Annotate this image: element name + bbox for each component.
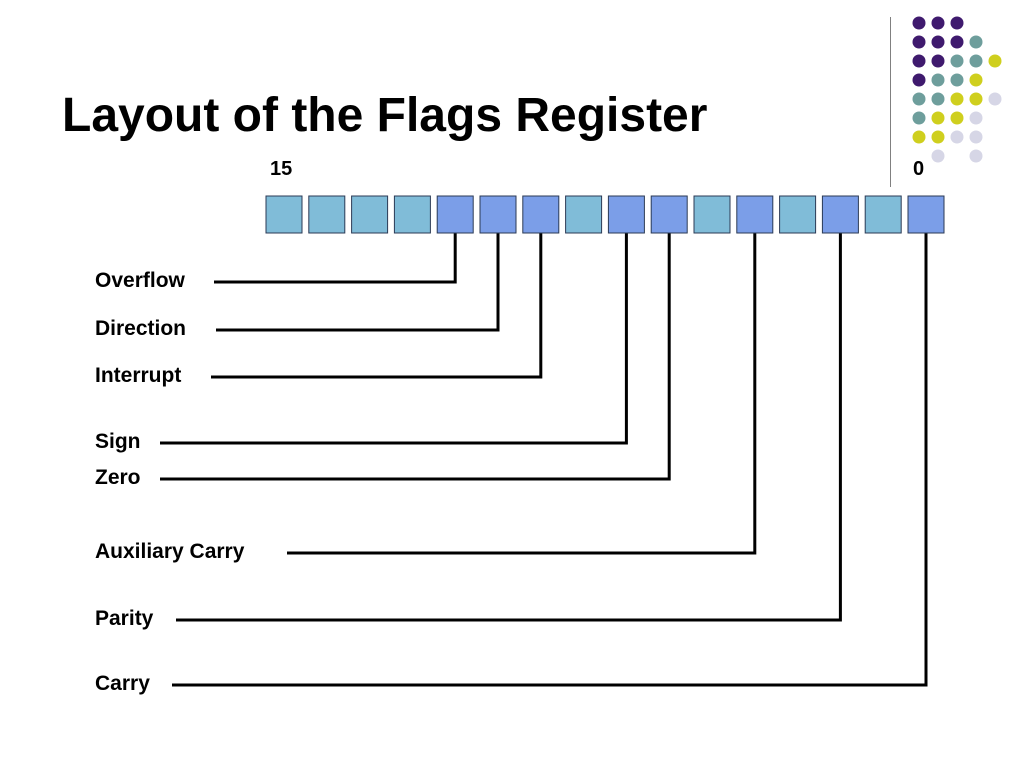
flag-label-interrupt: Interrupt [95,364,182,387]
decor-dot [931,149,945,163]
connector-zero [160,233,671,481]
decor-dot [912,54,926,68]
connector-direction [216,233,500,332]
decor-dot [988,54,1002,68]
register-bit-3 [779,195,817,234]
register-bit-1 [864,195,902,234]
decor-dot [931,35,945,49]
decor-dot [931,54,945,68]
decor-dot [969,73,983,87]
flag-label-parity: Parity [95,607,154,630]
connector-lines [160,233,928,687]
decor-dot [950,35,964,49]
decor-dot [950,16,964,30]
register-bit-5 [693,195,731,234]
decor-dot [931,92,945,106]
decor-dot [912,92,926,106]
flag-label-sign: Sign [95,430,141,453]
decor-dot [969,149,983,163]
register-bit-0 [907,195,945,234]
decor-dot [912,130,926,144]
register-bit-8 [565,195,603,234]
register-bit-4 [736,195,774,234]
decor-dot [988,92,1002,106]
connector-parity [176,233,842,622]
connector-sign [160,233,628,445]
decor-dot [950,92,964,106]
decor-dot [931,111,945,125]
register-bits [265,195,945,234]
decor-dot [950,54,964,68]
decor-dot [931,130,945,144]
flag-label-auxiliary-carry: Auxiliary Carry [95,540,245,563]
decor-dot [950,130,964,144]
connector-auxiliary-carry [287,233,757,555]
decor-dot [969,130,983,144]
bit-15-label: 15 [270,158,293,180]
decor-dot [931,73,945,87]
register-bit-15 [265,195,303,234]
decor-dot [931,16,945,30]
flag-label-zero: Zero [95,466,141,489]
register-bit-10 [479,195,517,234]
decor-dot [912,16,926,30]
decor-dot [912,35,926,49]
decorative-dot-grid [912,16,1002,163]
decor-dot [969,92,983,106]
decor-dot [950,111,964,125]
decor-dot [912,73,926,87]
decor-dot [912,111,926,125]
register-bit-14 [308,195,346,234]
flag-label-carry: Carry [95,672,150,695]
decor-dot [969,54,983,68]
bit-0-label: 0 [913,158,925,180]
register-bit-9 [522,195,560,234]
decor-dot [950,73,964,87]
decor-dot [969,111,983,125]
connector-interrupt [211,233,543,379]
connector-overflow [214,233,457,284]
slide-title: Layout of the Flags Register [62,89,708,142]
flag-label-direction: Direction [95,317,187,340]
register-bit-13 [351,195,389,234]
decor-divider [890,17,891,187]
register-bit-7 [607,195,645,234]
register-bit-12 [393,195,431,234]
flag-label-overflow: Overflow [95,269,185,292]
decor-dot [969,35,983,49]
register-bit-11 [436,195,474,234]
connector-carry [172,233,928,687]
register-bit-6 [650,195,688,234]
register-bit-2 [821,195,859,234]
